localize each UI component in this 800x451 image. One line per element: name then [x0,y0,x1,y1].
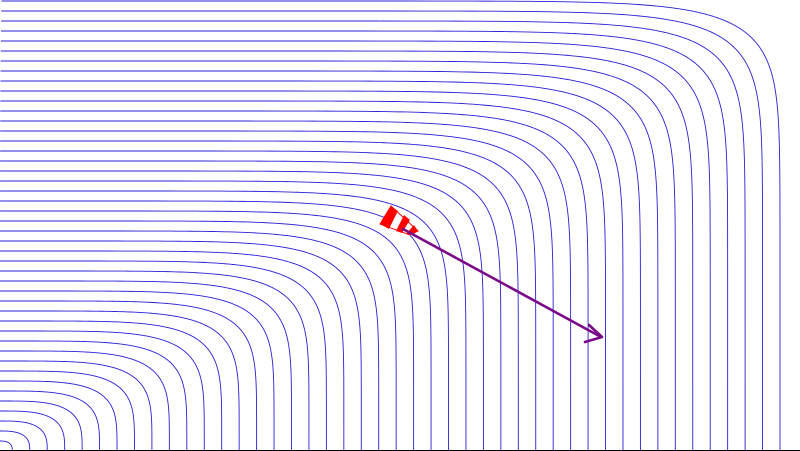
contour-line [0,40,711,451]
marker-outline [379,205,419,236]
contour-line [0,380,118,451]
contour-line [0,170,484,451]
contour-line [0,430,31,451]
contour-line [1,30,729,451]
contour-line [0,440,13,451]
contour-line [0,310,240,451]
contour-line [0,300,258,451]
contour-lines [0,0,781,451]
contour-line [0,290,275,451]
gradient-arrow [401,227,604,344]
contour-line [0,190,449,451]
contour-line [0,80,641,451]
marker-stripe [380,206,398,229]
contour-line [0,270,310,451]
contour-line [0,60,676,451]
contour-line [0,260,327,451]
contour-line [0,370,135,451]
contour-line [0,350,170,451]
contour-line [0,150,519,451]
contour-line [0,240,362,451]
contour-line [0,50,694,451]
contour-line [0,210,415,451]
contour-line [1,20,746,451]
contour-line [0,340,188,451]
contour-line [0,220,397,451]
contour-line [0,160,502,451]
contour-line [0,390,101,451]
contour-line [0,410,66,451]
contour-line [0,140,537,451]
arrow-head [583,323,604,344]
contour-line [0,420,48,451]
contour-line [0,100,606,451]
contour-line [0,320,223,451]
contour-line [0,250,345,451]
arrow-shaft [401,227,603,339]
contour-line [0,110,589,451]
contour-line [0,130,554,451]
contour-line [0,230,380,451]
marker-stripe [396,215,410,233]
contour-line [0,330,205,451]
contour-line [0,120,572,451]
contour-line [0,90,624,451]
contour-line [0,70,659,451]
contour-line [1,10,763,451]
contour-line [0,360,153,451]
contour-line [0,180,467,451]
contour-line [0,400,83,451]
contour-line [1,0,781,451]
marker-stripe [389,211,404,231]
contour-line [0,280,292,451]
